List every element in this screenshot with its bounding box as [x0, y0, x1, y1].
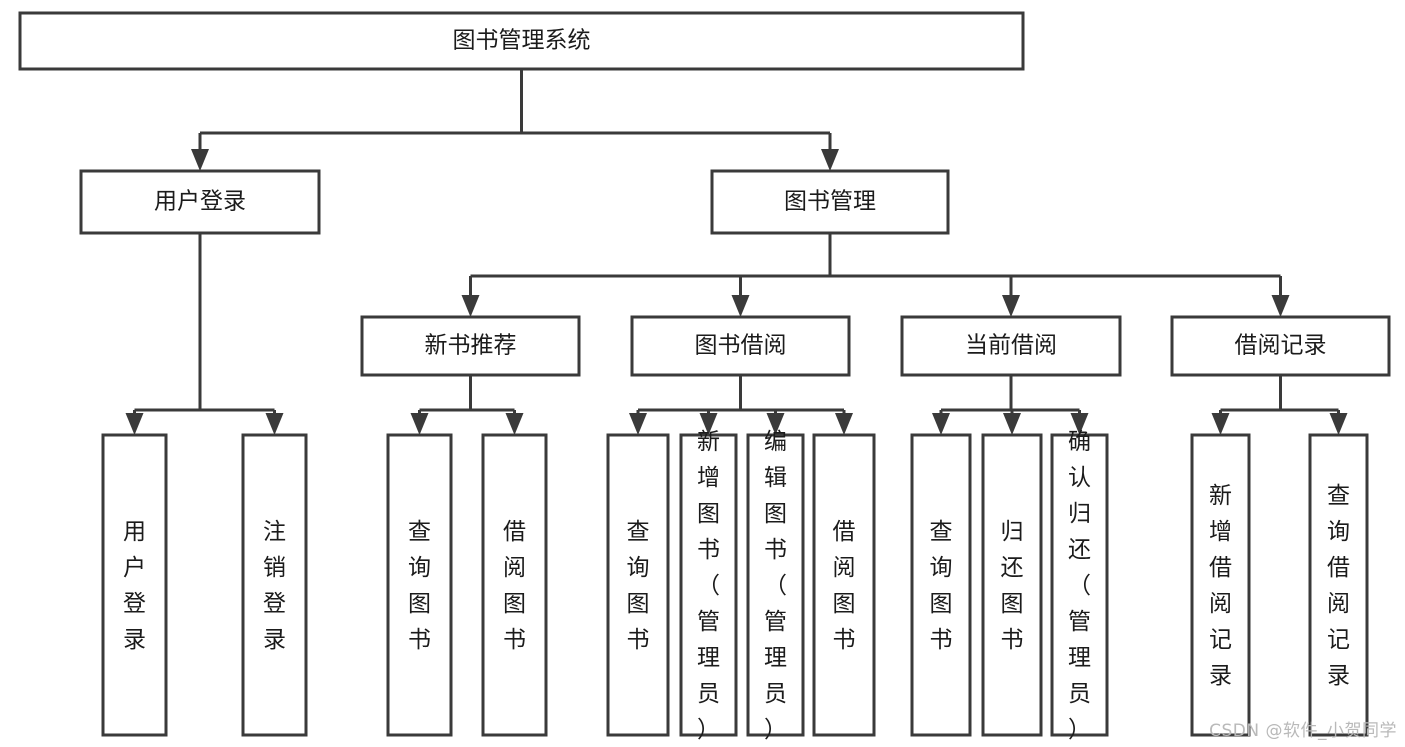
- leaf-box[interactable]: [1308, 433, 1369, 737]
- arrow-head-icon: [1002, 295, 1020, 317]
- leaf-node[interactable]: 确认归还（管理员）: [1050, 429, 1109, 743]
- leaf-node-label: 查询借阅记录: [1327, 483, 1350, 689]
- level2-node[interactable]: 借阅记录: [1170, 315, 1391, 377]
- leaf-node[interactable]: 归还图书: [981, 433, 1043, 737]
- leaf-node[interactable]: 查询图书: [606, 433, 670, 737]
- arrow-head-icon: [835, 413, 853, 435]
- root-box[interactable]: [18, 11, 1025, 71]
- level2-node-label: 新书推荐: [425, 333, 517, 359]
- level1-box[interactable]: [710, 169, 950, 235]
- leaf-node-label: 借阅图书: [503, 519, 526, 653]
- level2-node-label: 借阅记录: [1235, 333, 1327, 359]
- leaf-node[interactable]: 借阅图书: [812, 433, 876, 737]
- leaf-node[interactable]: 新增图书（管理员）: [679, 429, 738, 743]
- arrow-head-icon: [1070, 413, 1089, 435]
- leaf-node-label: 注销登录: [263, 519, 286, 653]
- leaf-node[interactable]: 新增借阅记录: [1190, 433, 1251, 737]
- leaf-box[interactable]: [981, 433, 1043, 737]
- arrow-head-icon: [125, 413, 144, 435]
- leaf-node[interactable]: 查询借阅记录: [1308, 433, 1369, 737]
- leaf-node-label: 借阅图书: [833, 519, 856, 653]
- leaf-node[interactable]: 注销登录: [241, 433, 308, 737]
- root-node-label: 图书管理系统: [453, 28, 591, 54]
- level2-node[interactable]: 图书借阅: [630, 315, 851, 377]
- arrow-head-icon: [766, 413, 785, 435]
- arrow-head-icon: [1003, 413, 1021, 435]
- arrow-head-icon: [505, 413, 524, 435]
- leaf-node-label: 新增借阅记录: [1209, 483, 1232, 689]
- arrow-head-icon: [1329, 413, 1348, 435]
- watermark-text: CSDN @软件_小贺同学: [1209, 721, 1397, 741]
- arrow-head-icon: [191, 149, 209, 171]
- level2-box[interactable]: [1170, 315, 1391, 377]
- arrow-head-icon: [1211, 413, 1230, 435]
- level2-node-label: 当前借阅: [965, 333, 1057, 359]
- leaf-box[interactable]: [101, 433, 168, 737]
- leaf-node[interactable]: 用户登录: [101, 433, 168, 737]
- root-node[interactable]: 图书管理系统: [18, 11, 1025, 71]
- leaf-node[interactable]: 查询图书: [910, 433, 972, 737]
- leaf-box[interactable]: [679, 433, 738, 737]
- level1-box[interactable]: [79, 169, 321, 235]
- node-layer: 图书管理系统用户登录图书管理新书推荐图书借阅当前借阅借阅记录用户登录注销登录查询…: [18, 11, 1391, 743]
- level1-node-label: 图书管理: [784, 189, 876, 215]
- leaf-node[interactable]: 借阅图书: [481, 433, 548, 737]
- leaf-node[interactable]: 编辑图书（管理员）: [746, 429, 805, 743]
- arrow-head-icon: [410, 413, 429, 435]
- level1-node[interactable]: 用户登录: [79, 169, 321, 235]
- leaf-node-label: 查询图书: [627, 519, 650, 653]
- level2-box[interactable]: [630, 315, 851, 377]
- leaf-box[interactable]: [910, 433, 972, 737]
- leaf-node-label: 确认归还（管理员）: [1068, 429, 1091, 743]
- arrow-head-icon: [821, 149, 839, 171]
- level1-node[interactable]: 图书管理: [710, 169, 950, 235]
- leaf-box[interactable]: [241, 433, 308, 737]
- level2-node[interactable]: 新书推荐: [360, 315, 581, 377]
- level2-node[interactable]: 当前借阅: [900, 315, 1122, 377]
- connector-layer: [125, 69, 1348, 435]
- arrow-head-icon: [731, 295, 750, 317]
- leaf-box[interactable]: [1050, 433, 1109, 737]
- leaf-node-label: 新增图书（管理员）: [697, 429, 720, 743]
- leaf-node-label: 用户登录: [123, 519, 146, 653]
- leaf-node[interactable]: 查询图书: [386, 433, 453, 737]
- leaf-box[interactable]: [606, 433, 670, 737]
- arrow-head-icon: [629, 413, 647, 435]
- leaf-box[interactable]: [746, 433, 805, 737]
- arrow-head-icon: [265, 413, 284, 435]
- leaf-node-label: 归还图书: [1001, 519, 1024, 653]
- level2-node-label: 图书借阅: [695, 333, 787, 359]
- arrow-head-icon: [461, 295, 480, 317]
- level2-box[interactable]: [360, 315, 581, 377]
- arrow-head-icon: [699, 413, 718, 435]
- level1-node-label: 用户登录: [154, 189, 246, 215]
- leaf-box[interactable]: [812, 433, 876, 737]
- leaf-node-label: 查询图书: [408, 519, 431, 653]
- leaf-node-label: 编辑图书（管理员）: [764, 429, 787, 743]
- leaf-box[interactable]: [1190, 433, 1251, 737]
- level2-box[interactable]: [900, 315, 1122, 377]
- arrow-head-icon: [932, 413, 950, 435]
- leaf-box[interactable]: [386, 433, 453, 737]
- leaf-box[interactable]: [481, 433, 548, 737]
- arrow-head-icon: [1271, 295, 1290, 317]
- leaf-node-label: 查询图书: [930, 519, 953, 653]
